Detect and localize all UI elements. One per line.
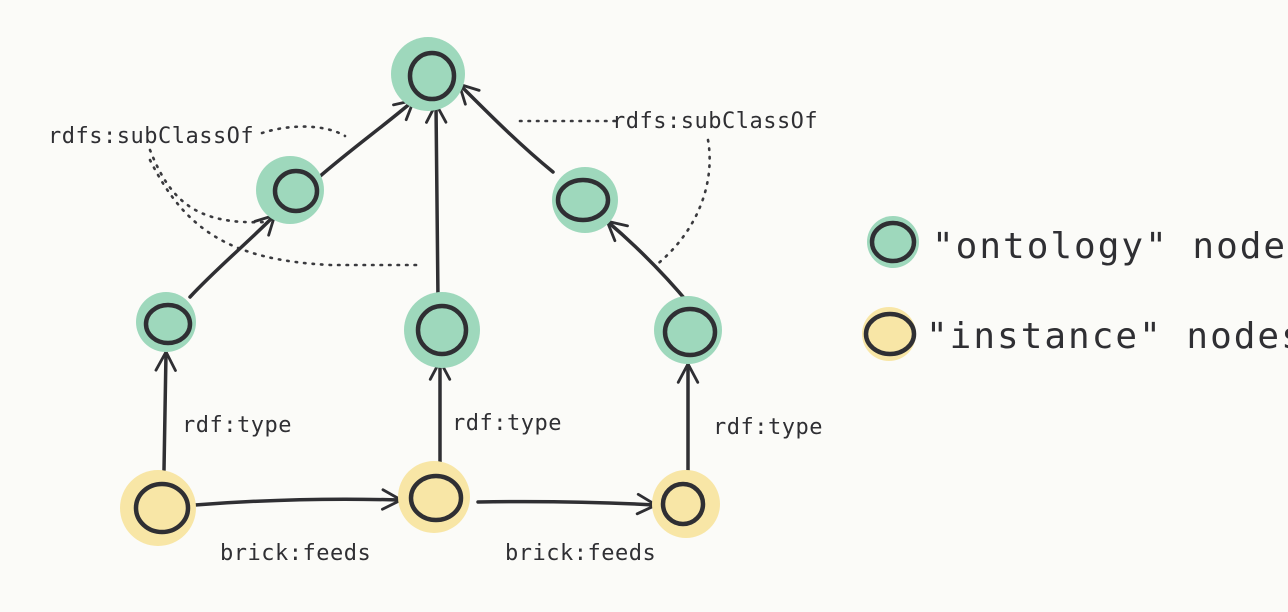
instance-node-left xyxy=(120,470,196,546)
subclass-dotted-links xyxy=(148,119,711,268)
ontology-node-right-mid xyxy=(552,167,618,233)
label-type-right: rdf:type xyxy=(713,415,823,440)
ontology-node-right-lower xyxy=(654,296,722,364)
edge-feeds-right xyxy=(476,492,658,516)
legend: "ontology" nodes "instance" nodes xyxy=(862,216,1288,361)
legend-ontology-label: "ontology" nodes xyxy=(932,226,1288,267)
instance-nodes xyxy=(120,461,720,546)
edge-right-lower-to-right-mid xyxy=(605,219,692,307)
ontology-node-left-lower xyxy=(136,292,196,352)
legend-ontology-swatch xyxy=(867,216,919,268)
edges xyxy=(154,82,700,516)
edge-labels: rdfs:subClassOf rdfs:subClassOf rdf:type… xyxy=(48,109,823,566)
legend-instance-swatch xyxy=(862,307,917,361)
label-subclass-left: rdfs:subClassOf xyxy=(48,124,254,149)
ontology-nodes xyxy=(136,37,722,368)
edge-left-mid-to-top xyxy=(316,98,416,180)
instance-node-left-fill xyxy=(120,470,196,546)
dotted-link-left-lower xyxy=(148,148,267,224)
ontology-node-middle-lower xyxy=(404,292,480,368)
legend-instance-label: "instance" nodes xyxy=(926,316,1288,357)
edge-middle-to-top xyxy=(425,102,448,302)
dotted-link-left-top xyxy=(260,125,347,138)
label-type-middle: rdf:type xyxy=(452,411,562,436)
edge-feeds-left xyxy=(193,488,403,511)
ontology-node-middle-lower-fill xyxy=(404,292,480,368)
edge-type-left xyxy=(154,350,177,472)
instance-node-right xyxy=(652,470,720,538)
ontology-node-top xyxy=(391,37,465,111)
edge-left-lower-to-left-mid xyxy=(188,213,277,299)
label-feeds-left: brick:feeds xyxy=(220,541,371,566)
label-subclass-right: rdfs:subClassOf xyxy=(612,109,818,134)
edge-right-mid-to-top xyxy=(457,82,555,174)
label-feeds-right: brick:feeds xyxy=(505,541,656,566)
ontology-node-left-mid-fill xyxy=(256,156,324,224)
ontology-node-left-mid xyxy=(256,156,324,224)
label-type-left: rdf:type xyxy=(182,413,292,438)
instance-node-middle xyxy=(398,461,470,533)
dotted-link-right-down xyxy=(653,138,711,268)
